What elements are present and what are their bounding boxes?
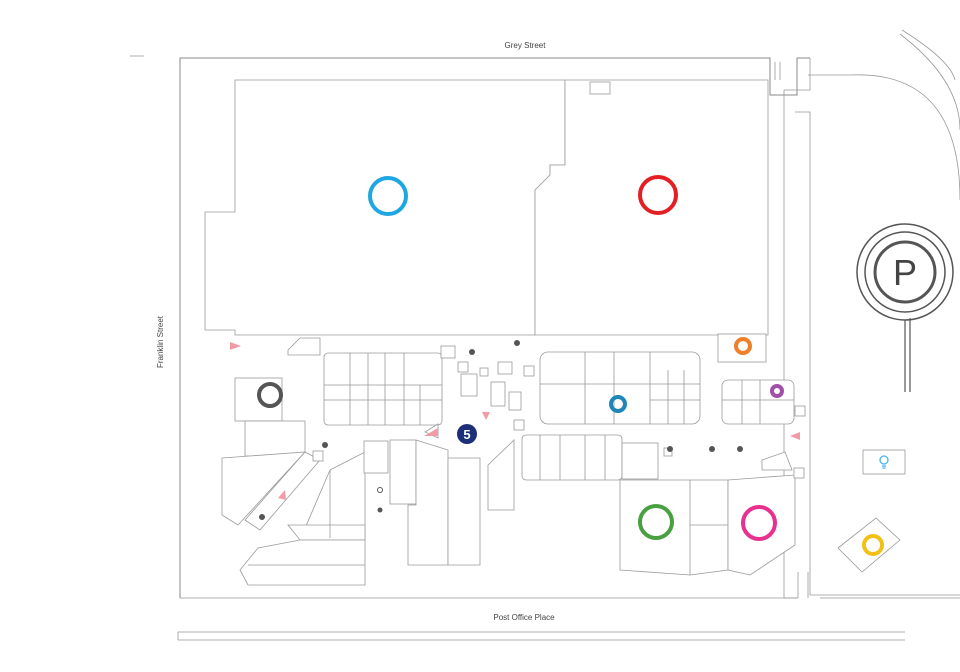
pole-marker-icon	[514, 340, 520, 346]
grey-marker[interactable]	[257, 382, 283, 408]
direction-arrow-icon	[790, 432, 800, 440]
anchor-store-right[interactable]	[534, 79, 769, 336]
store-category-markers[interactable]	[257, 175, 884, 556]
anchor-store-left[interactable]	[204, 79, 566, 336]
blue-anchor-marker[interactable]	[368, 176, 408, 216]
parking-symbol: P	[893, 252, 917, 293]
parking-icon[interactable]: P	[856, 223, 954, 392]
direction-arrow-icon	[482, 412, 490, 420]
street-label-north: Grey Street	[505, 41, 547, 50]
lightbulb-icon[interactable]	[879, 455, 889, 469]
red-anchor-marker[interactable]	[638, 175, 678, 215]
direction-arrows	[230, 342, 800, 500]
pole-marker-icon	[667, 446, 673, 452]
pole-marker-icon	[709, 446, 715, 452]
yellow-marker[interactable]	[862, 534, 884, 556]
direction-arrow-icon	[424, 428, 438, 436]
direction-arrow-icon	[230, 342, 241, 350]
pink-marker[interactable]	[741, 505, 777, 541]
pole-marker-icon	[737, 446, 743, 452]
pole-marker-icon	[259, 514, 265, 520]
pole-marker-icon	[377, 507, 383, 513]
location-marker-number: 5	[463, 427, 470, 442]
direction-arrow-icon	[278, 490, 286, 500]
orange-marker[interactable]	[734, 337, 752, 355]
green-marker[interactable]	[638, 504, 674, 540]
street-label-west: Franklin Street	[156, 315, 165, 368]
street-label-south: Post Office Place	[493, 613, 555, 622]
pole-marker-icon	[322, 442, 328, 448]
pole-marker-icon	[469, 349, 475, 355]
pole-markers	[259, 340, 743, 520]
shop-blocks	[221, 333, 906, 586]
carpark	[774, 29, 960, 599]
purple-marker[interactable]	[770, 384, 784, 398]
teal-marker[interactable]	[609, 395, 627, 413]
location-marker-icon[interactable]: 5	[457, 424, 477, 444]
